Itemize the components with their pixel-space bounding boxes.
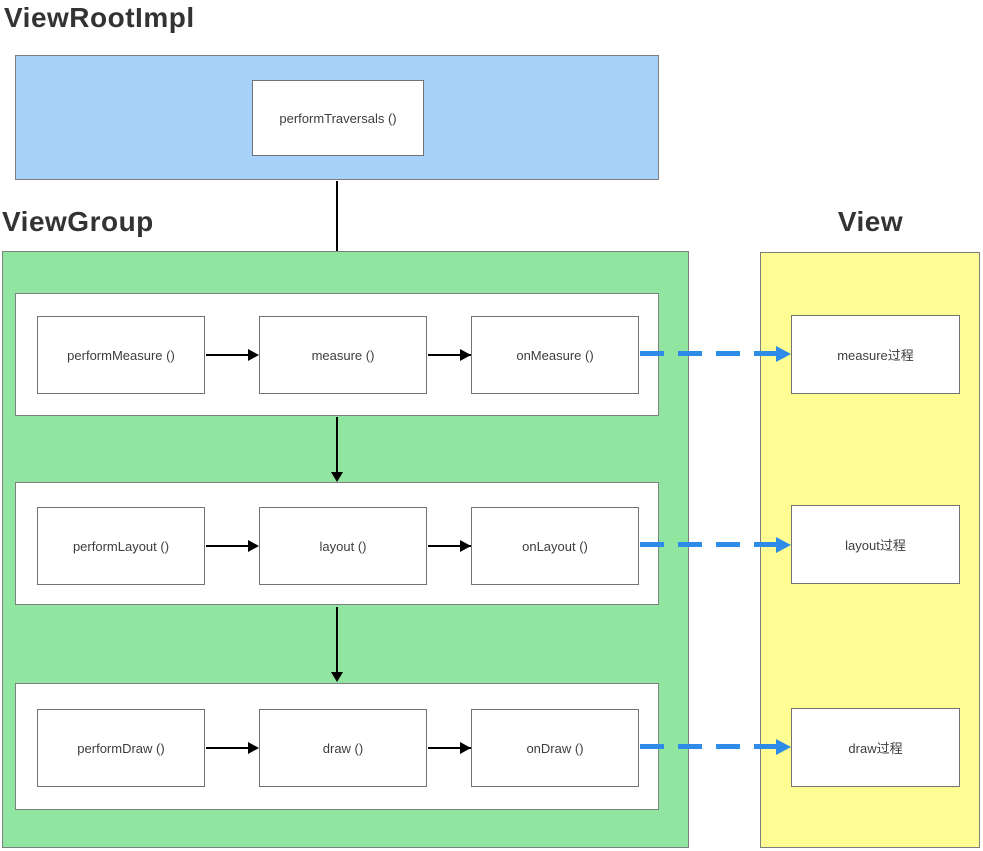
- node-measure-process: measure过程: [791, 315, 960, 394]
- perform-traversals-node: performTraversals (): [252, 80, 424, 156]
- node-layout: layout (): [259, 507, 427, 585]
- layout-row: performLayout () layout () onLayout (): [15, 482, 659, 605]
- viewrootimpl-title: ViewRootImpl: [4, 2, 195, 33]
- measure-row: performMeasure () measure () onMeasure (…: [15, 293, 659, 416]
- node-on-measure: onMeasure (): [471, 316, 639, 394]
- node-on-draw: onDraw (): [471, 709, 639, 787]
- node-measure: measure (): [259, 316, 427, 394]
- draw-row: performDraw () draw () onDraw (): [15, 683, 659, 810]
- viewgroup-title: ViewGroup: [2, 206, 154, 237]
- view-title: View: [837, 206, 904, 237]
- node-perform-layout: performLayout (): [37, 507, 205, 585]
- node-perform-draw: performDraw (): [37, 709, 205, 787]
- node-layout-process: layout过程: [791, 505, 960, 584]
- node-on-layout: onLayout (): [471, 507, 639, 585]
- node-perform-measure: performMeasure (): [37, 316, 205, 394]
- node-draw-process: draw过程: [791, 708, 960, 787]
- node-draw: draw (): [259, 709, 427, 787]
